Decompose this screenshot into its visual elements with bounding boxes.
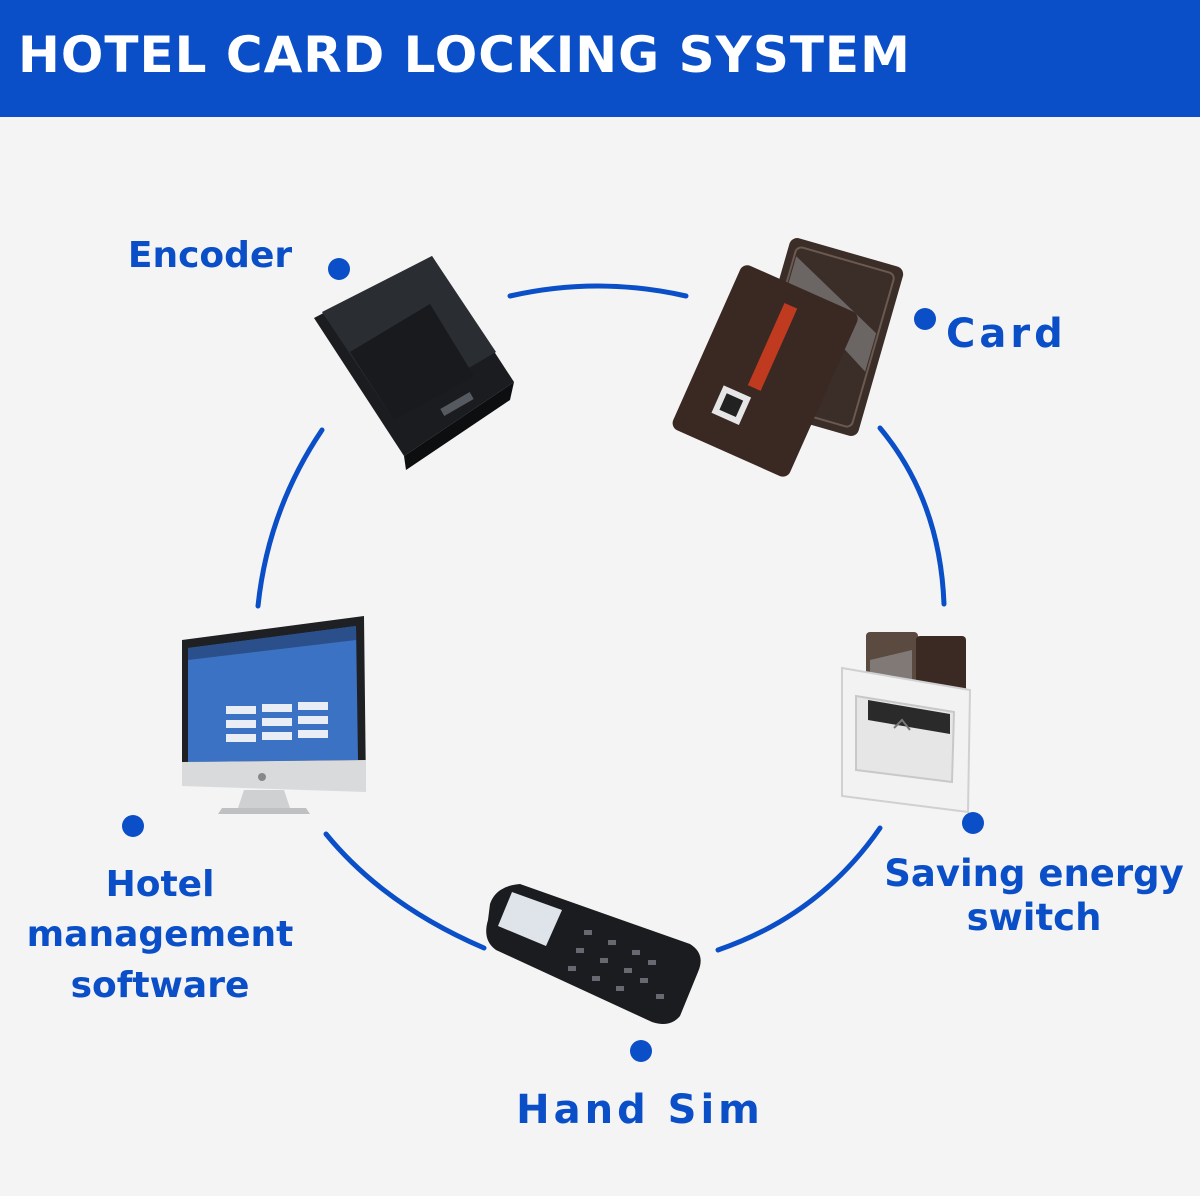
card-label: Card	[946, 311, 1067, 357]
connector-switch-handsim	[715, 825, 883, 953]
software-label: Hotel management software	[10, 860, 310, 1011]
software-label-line1: Hotel	[105, 864, 215, 905]
title-banner: HOTEL CARD LOCKING SYSTEM	[0, 0, 1200, 117]
card-marker	[914, 308, 936, 330]
saving-switch-label: Saving energy switch	[864, 852, 1200, 941]
saving-energy-switch-icon	[841, 632, 972, 814]
encoder-marker	[328, 258, 350, 280]
page-title: HOTEL CARD LOCKING SYSTEM	[18, 26, 911, 84]
software-label-line3: software	[70, 964, 250, 1006]
saving-switch-label-line1: Saving energy	[884, 852, 1184, 895]
saving-switch-marker	[962, 812, 984, 834]
connector-handsim-software	[323, 831, 487, 951]
software-marker	[122, 815, 144, 837]
connector-encoder-card	[507, 283, 689, 299]
connector-software-encoder	[255, 427, 325, 609]
software-label-line2: management	[26, 914, 294, 956]
hand-sim-marker	[630, 1040, 652, 1062]
hand-sim-icon	[486, 884, 701, 1024]
connector-card-switch	[877, 425, 947, 607]
card-icon	[672, 238, 904, 477]
computer-monitor-icon	[182, 616, 366, 814]
encoder-icon	[314, 256, 514, 470]
encoder-label: Encoder	[127, 235, 293, 276]
saving-switch-label-line2: switch	[966, 896, 1102, 940]
cycle-connectors	[255, 283, 947, 953]
hand-sim-label: Hand Sim	[516, 1087, 764, 1133]
